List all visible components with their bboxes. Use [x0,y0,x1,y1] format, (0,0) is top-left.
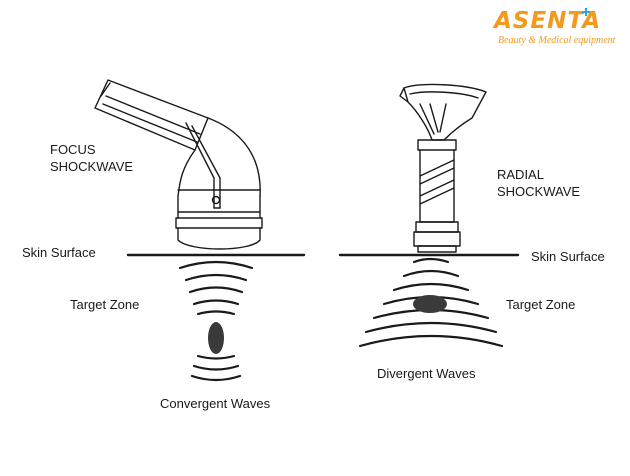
radial-title-line2: SHOCKWAVE [497,184,581,199]
focus-title-line1: FOCUS [50,142,96,157]
radial-title-line1: RADIAL [497,167,544,182]
left-target-zone [208,322,224,354]
left-skin-surface-label: Skin Surface [22,245,96,260]
right-skin-surface-label: Skin Surface [531,249,605,264]
focus-title-line2: SHOCKWAVE [50,159,134,174]
right-target-zone-label: Target Zone [506,297,576,312]
convergent-waves [178,260,254,382]
convergent-waves-label: Convergent Waves [160,396,271,411]
right-target-zone [413,295,447,313]
focus-handpiece-illustration [94,79,263,250]
divergent-waves-label: Divergent Waves [377,366,476,381]
logo-tagline: Beauty & Medical equipment [498,35,616,46]
left-target-zone-label: Target Zone [70,297,140,312]
radial-handpiece-illustration [399,83,487,253]
brand-logo: ASENTA Beauty & Medical equipment [494,8,616,52]
medical-cross-icon [582,8,590,16]
